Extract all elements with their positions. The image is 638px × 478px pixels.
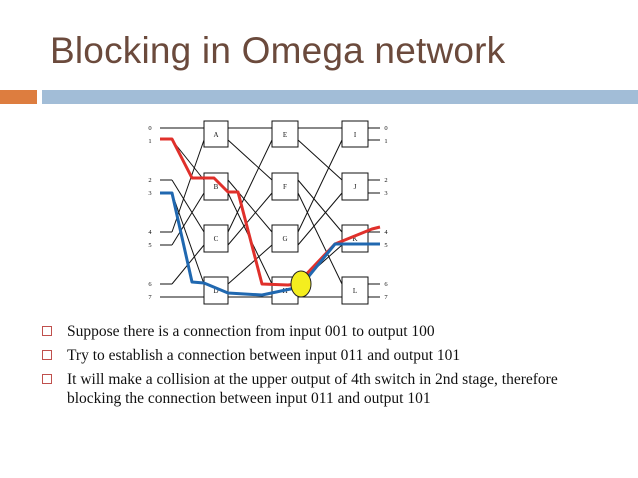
accent-bar-blue — [42, 90, 638, 104]
input-label: 0 — [148, 125, 151, 132]
bullet-item: Suppose there is a connection from input… — [42, 322, 602, 341]
switch-label: L — [353, 287, 357, 295]
omega-network-diagram: A B C D E F G H I J K L 0 1 2 3 4 5 6 7 … — [148, 120, 388, 305]
switch-box — [341, 120, 369, 148]
switch-label: G — [282, 235, 287, 243]
bullet-item: It will make a collision at the upper ou… — [42, 370, 602, 408]
output-label: 7 — [384, 294, 388, 301]
switch-box — [271, 172, 299, 201]
switch-label: B — [214, 183, 219, 191]
switch-box — [341, 172, 369, 201]
accent-bar-orange — [0, 90, 37, 104]
collision-marker — [290, 270, 312, 298]
bullet-text: It will make a collision at the upper ou… — [67, 371, 558, 407]
input-label: 1 — [148, 138, 151, 145]
input-label: 6 — [148, 281, 152, 288]
switch-label: D — [213, 287, 218, 295]
switch-label: J — [354, 183, 357, 191]
input-label: 4 — [148, 229, 152, 236]
switch-label: F — [283, 183, 287, 191]
bullet-text: Try to establish a connection between in… — [67, 347, 461, 364]
output-label: 1 — [384, 138, 387, 145]
output-label: 4 — [384, 229, 388, 236]
switch-box — [341, 224, 369, 253]
switch-label: K — [352, 235, 357, 243]
square-bullet-icon — [42, 374, 52, 384]
connection-path-011-to-101 — [160, 191, 380, 297]
bullet-list: Suppose there is a connection from input… — [42, 322, 602, 413]
switch-label: C — [214, 235, 219, 243]
switch-box — [203, 120, 229, 148]
switch-box — [271, 120, 299, 148]
switch-label: A — [213, 131, 218, 139]
bullet-text: Suppose there is a connection from input… — [67, 323, 435, 340]
input-label: 2 — [148, 177, 151, 184]
output-label: 5 — [384, 242, 387, 249]
switch-label: I — [354, 131, 357, 139]
output-label: 3 — [384, 190, 387, 197]
output-label: 2 — [384, 177, 387, 184]
switch-label: E — [283, 131, 287, 139]
output-label: 6 — [384, 281, 388, 288]
input-label: 7 — [148, 294, 152, 301]
connection-path-001-to-100 — [160, 137, 381, 287]
input-label: 5 — [148, 242, 151, 249]
switch-box — [341, 276, 369, 305]
input-label: 3 — [148, 190, 151, 197]
output-label: 0 — [384, 125, 387, 132]
switch-box — [271, 224, 299, 253]
slide-title: Blocking in Omega network — [50, 30, 506, 71]
square-bullet-icon — [42, 326, 52, 336]
bullet-item: Try to establish a connection between in… — [42, 346, 602, 365]
square-bullet-icon — [42, 350, 52, 360]
switch-box — [203, 224, 229, 253]
